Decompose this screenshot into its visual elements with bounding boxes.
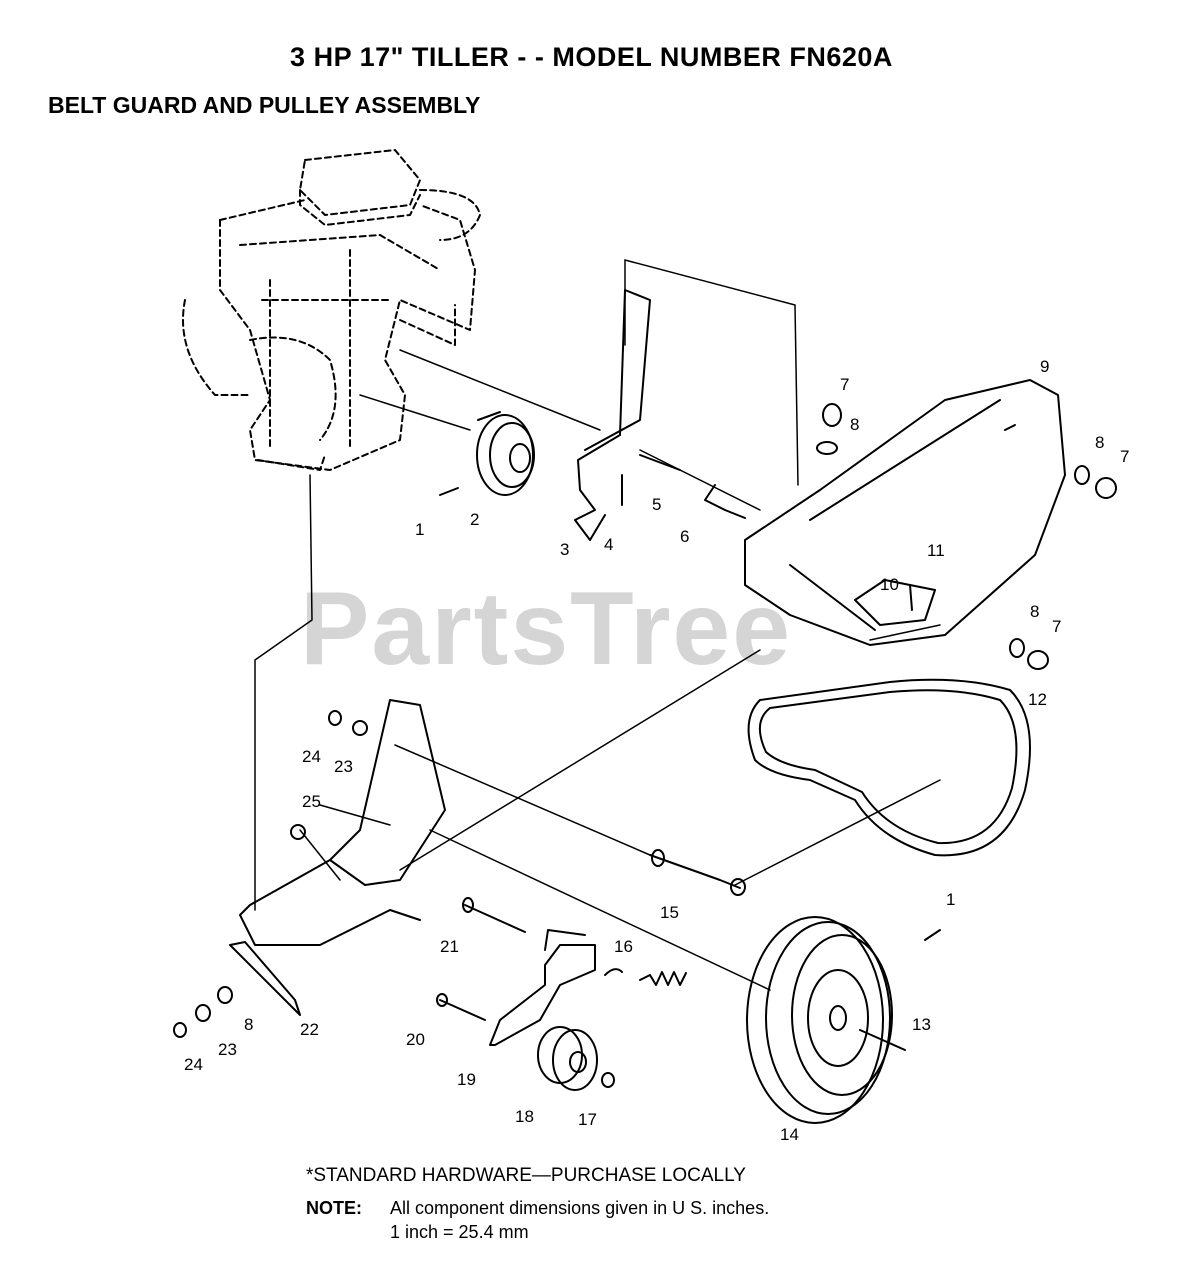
callout-15: 15 xyxy=(660,903,679,922)
callout-1a: 1 xyxy=(415,520,424,539)
engine-pulley xyxy=(439,411,535,496)
shoulder-bolt xyxy=(462,897,526,933)
callout-2: 2 xyxy=(470,510,479,529)
callout-16: 16 xyxy=(614,937,633,956)
guard-bolts xyxy=(621,454,746,519)
callout-8d: 8 xyxy=(244,1015,253,1034)
guard-latch xyxy=(854,579,936,626)
callout-13: 13 xyxy=(912,1015,931,1034)
pulley-bolt xyxy=(859,1029,906,1051)
callout-9: 9 xyxy=(1040,357,1049,376)
callout-18: 18 xyxy=(515,1107,534,1126)
callout-4: 4 xyxy=(604,535,613,554)
acorn-nuts-washers xyxy=(816,403,1117,670)
lower-hardware xyxy=(173,710,368,1038)
conversion-note: 1 inch = 25.4 mm xyxy=(390,1222,529,1242)
idler-nut xyxy=(601,1072,615,1088)
diagram-title: 3 HP 17" TILLER - - MODEL NUMBER FN620A xyxy=(290,42,893,72)
callout-20: 20 xyxy=(406,1030,425,1049)
callout-6: 6 xyxy=(680,527,689,546)
callout-labels: 1 2 3 4 5 6 7 8 9 8 7 10 11 8 7 12 24 23… xyxy=(184,357,1129,1144)
watermark-text: PartsTree xyxy=(300,571,793,687)
callout-8b: 8 xyxy=(1095,433,1104,452)
setscrew xyxy=(924,929,941,941)
drive-belt xyxy=(747,678,1031,857)
callout-19: 19 xyxy=(457,1070,476,1089)
callout-22: 22 xyxy=(300,1020,319,1039)
callout-8a: 8 xyxy=(850,415,859,434)
callout-24b: 24 xyxy=(184,1055,203,1074)
callout-23a: 23 xyxy=(334,757,353,776)
callout-7b: 7 xyxy=(1120,447,1129,466)
engine-outline xyxy=(182,149,481,471)
callout-10: 10 xyxy=(880,575,899,594)
callout-25: 25 xyxy=(302,792,321,811)
belt-guard xyxy=(744,379,1066,646)
idler-arm xyxy=(489,929,596,1046)
callout-5: 5 xyxy=(652,495,661,514)
callout-8c: 8 xyxy=(1030,602,1039,621)
idler-mount-plate xyxy=(239,699,446,946)
callout-7c: 7 xyxy=(1052,617,1061,636)
hardware-note: *STANDARD HARDWARE—PURCHASE LOCALLY xyxy=(306,1165,746,1186)
callout-7a: 7 xyxy=(840,375,849,394)
tine-drive-pulley xyxy=(746,916,893,1124)
idler-pulley xyxy=(537,1026,598,1091)
callout-24a: 24 xyxy=(302,747,321,766)
note-label: NOTE: xyxy=(306,1198,362,1218)
assembly-leader-lines xyxy=(254,259,941,991)
idler-shaft xyxy=(649,849,746,896)
callout-23b: 23 xyxy=(218,1040,237,1059)
callout-12: 12 xyxy=(1028,690,1047,709)
note-text: All component dimensions given in U S. i… xyxy=(390,1198,770,1218)
callout-21: 21 xyxy=(440,937,459,956)
callout-1b: 1 xyxy=(946,890,955,909)
dimension-note: NOTE: All component dimensions given in U… xyxy=(306,1198,769,1219)
callout-17: 17 xyxy=(578,1110,597,1129)
arm-bolt xyxy=(436,993,486,1021)
callout-14: 14 xyxy=(780,1125,799,1144)
callout-3: 3 xyxy=(560,540,569,559)
tension-spring xyxy=(604,968,687,986)
pulley-bracket xyxy=(574,289,651,541)
diagram-subtitle: BELT GUARD AND PULLEY ASSEMBLY xyxy=(48,92,481,118)
deflector xyxy=(229,941,301,1016)
callout-11: 11 xyxy=(927,541,945,560)
